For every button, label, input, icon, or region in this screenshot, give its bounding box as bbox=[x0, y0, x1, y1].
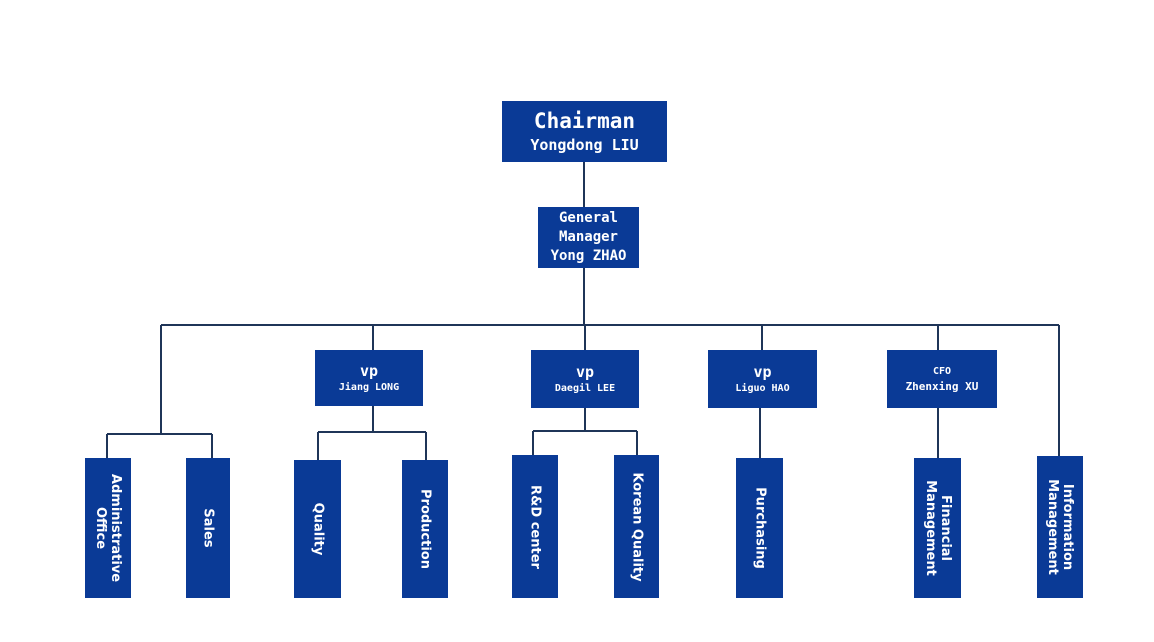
vp-name: Jiang LONG bbox=[338, 381, 400, 393]
vp-name: Liguo HAO bbox=[735, 382, 790, 394]
chairman-name: Yongdong LIU bbox=[530, 135, 639, 154]
cfo-box-zhenxing-xu: CFO Zhenxing XU bbox=[887, 350, 997, 408]
dept-label: Quality bbox=[310, 502, 325, 556]
dept-financial-management: Financial Management bbox=[914, 458, 961, 598]
dept-quality: Quality bbox=[294, 460, 341, 598]
dept-label: Production bbox=[417, 489, 433, 569]
gm-role-line1: General bbox=[558, 210, 618, 226]
dept-label: Purchasing bbox=[752, 487, 767, 569]
vp-role: vp bbox=[359, 361, 379, 380]
dept-korean-quality: Korean Quality bbox=[614, 455, 659, 598]
dept-label: Administrative Office bbox=[93, 473, 123, 583]
dept-label: Korean Quality bbox=[629, 471, 644, 582]
dept-purchasing: Purchasing bbox=[736, 458, 783, 598]
dept-rd-center: R&D center bbox=[512, 455, 558, 598]
gm-role-line2: Manager bbox=[558, 229, 618, 245]
general-manager-box: General Manager Yong ZHAO bbox=[538, 207, 639, 268]
dept-label: R&D center bbox=[527, 484, 543, 569]
dept-production: Production bbox=[402, 460, 448, 598]
vp-box-jiang-long: vp Jiang LONG bbox=[315, 350, 423, 406]
dept-sales: Sales bbox=[186, 458, 230, 598]
vp-box-liguo-hao: vp Liguo HAO bbox=[708, 350, 817, 408]
chairman-box: Chairman Yongdong LIU bbox=[502, 101, 667, 162]
vp-role: vp bbox=[753, 362, 772, 381]
dept-administrative-office: Administrative Office bbox=[85, 458, 131, 598]
dept-information-management: Information Management bbox=[1037, 456, 1083, 598]
vp-role: vp bbox=[575, 362, 595, 381]
vp-box-daegil-lee: vp Daegil LEE bbox=[531, 350, 639, 408]
dept-label: Financial Management bbox=[922, 480, 953, 576]
chairman-role: Chairman bbox=[533, 108, 636, 133]
gm-name: Yong ZHAO bbox=[550, 248, 627, 264]
vp-name: Daegil LEE bbox=[554, 382, 616, 394]
dept-label: Sales bbox=[200, 508, 216, 548]
cfo-name: Zhenxing XU bbox=[905, 379, 979, 393]
dept-label: Information Management bbox=[1045, 479, 1075, 575]
cfo-role: CFO bbox=[932, 365, 952, 377]
